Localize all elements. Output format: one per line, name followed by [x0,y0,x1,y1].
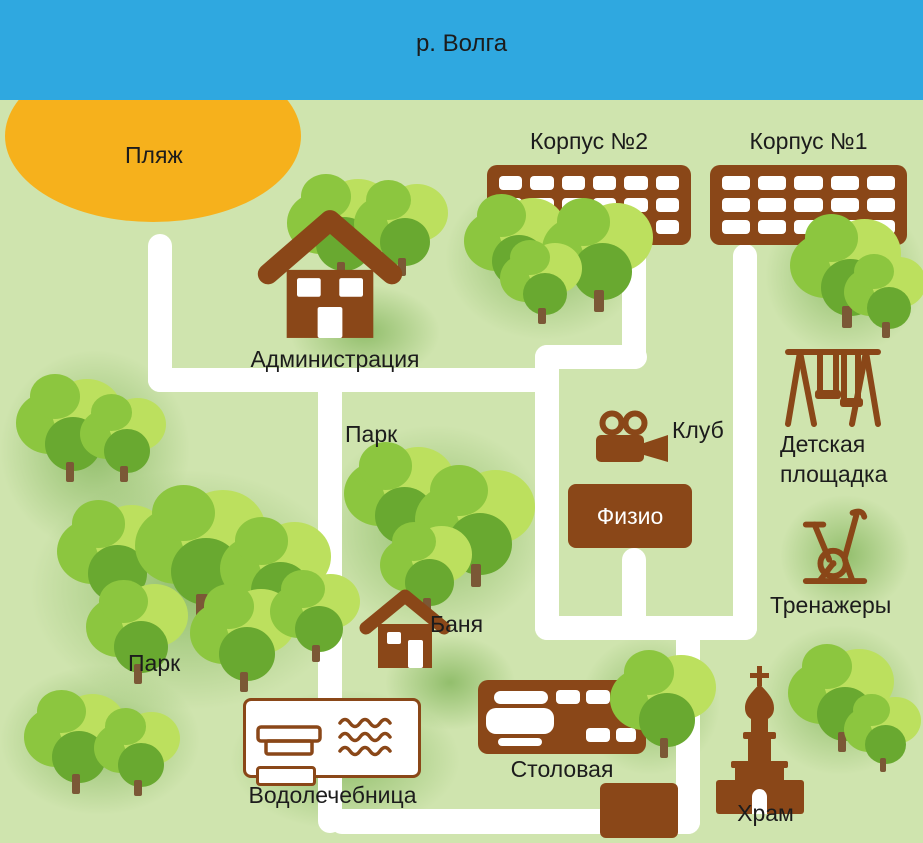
bathhouse-icon [359,589,451,668]
window [655,220,679,234]
playground-label-line2: площадка [780,460,888,487]
tree [188,582,300,694]
window [624,176,648,190]
road-loop-left-vertical [535,345,559,640]
bathhouse-label: Баня [430,611,484,637]
road-main-horizontal [148,368,548,392]
window [499,176,523,190]
gym-bike-icon [802,508,868,584]
pot-base-icon [498,738,542,746]
playground-label-line1: Детская [780,431,866,457]
pot-lid-icon [494,691,548,704]
window [866,176,895,190]
physio-building: Физио [568,484,692,548]
road-korpus1-vertical [733,244,757,640]
road-beach-vertical [148,234,172,392]
window [758,220,787,234]
road-middle-horizontal [535,616,757,640]
window [530,176,554,190]
window [866,198,895,212]
tree [378,520,476,618]
club-label: Клуб [672,417,724,443]
korpus1-label: Корпус №1 [749,128,868,154]
tree [842,692,923,774]
beach-label: Пляж [125,142,183,168]
hydropathic-steps [256,766,316,786]
administration-house-icon [257,210,403,338]
tree [84,578,192,686]
window [655,198,679,212]
window [830,198,859,212]
window [586,728,610,742]
park-center-label: Парк [345,421,398,447]
window [616,728,636,742]
tree [842,252,923,340]
window [758,198,787,212]
church-icon [716,666,804,814]
window [561,176,585,190]
window [655,176,679,190]
window [556,690,580,704]
administration-label: Администрация [250,346,420,372]
pot-body-icon [486,708,554,734]
tree [78,392,170,484]
hydropathic-interior-icon [256,717,392,757]
club-camera-icon [596,410,668,462]
playground-swing-icon [785,349,881,427]
river-volga [0,0,923,100]
gym-label: Тренажеры [770,592,892,618]
church-label: Храм [737,800,794,826]
tree [92,706,184,798]
korpus2-label: Корпус №2 [529,128,649,154]
window [722,220,751,234]
window [722,176,751,190]
window [830,176,859,190]
window [593,176,617,190]
canteen-annex [600,783,678,838]
hydropathic-label: Водолечебница [248,782,417,808]
tree [268,568,364,664]
window [794,198,823,212]
window [794,176,823,190]
park-left-label: Парк [128,650,181,676]
river-label: р. Волга [415,30,508,57]
canteen-label: Столовая [510,756,614,782]
tree [498,238,586,326]
tree [352,178,452,278]
tree [608,648,720,760]
window [758,176,787,190]
window [722,198,751,212]
window [586,690,610,704]
hydropathic-building [243,698,421,778]
